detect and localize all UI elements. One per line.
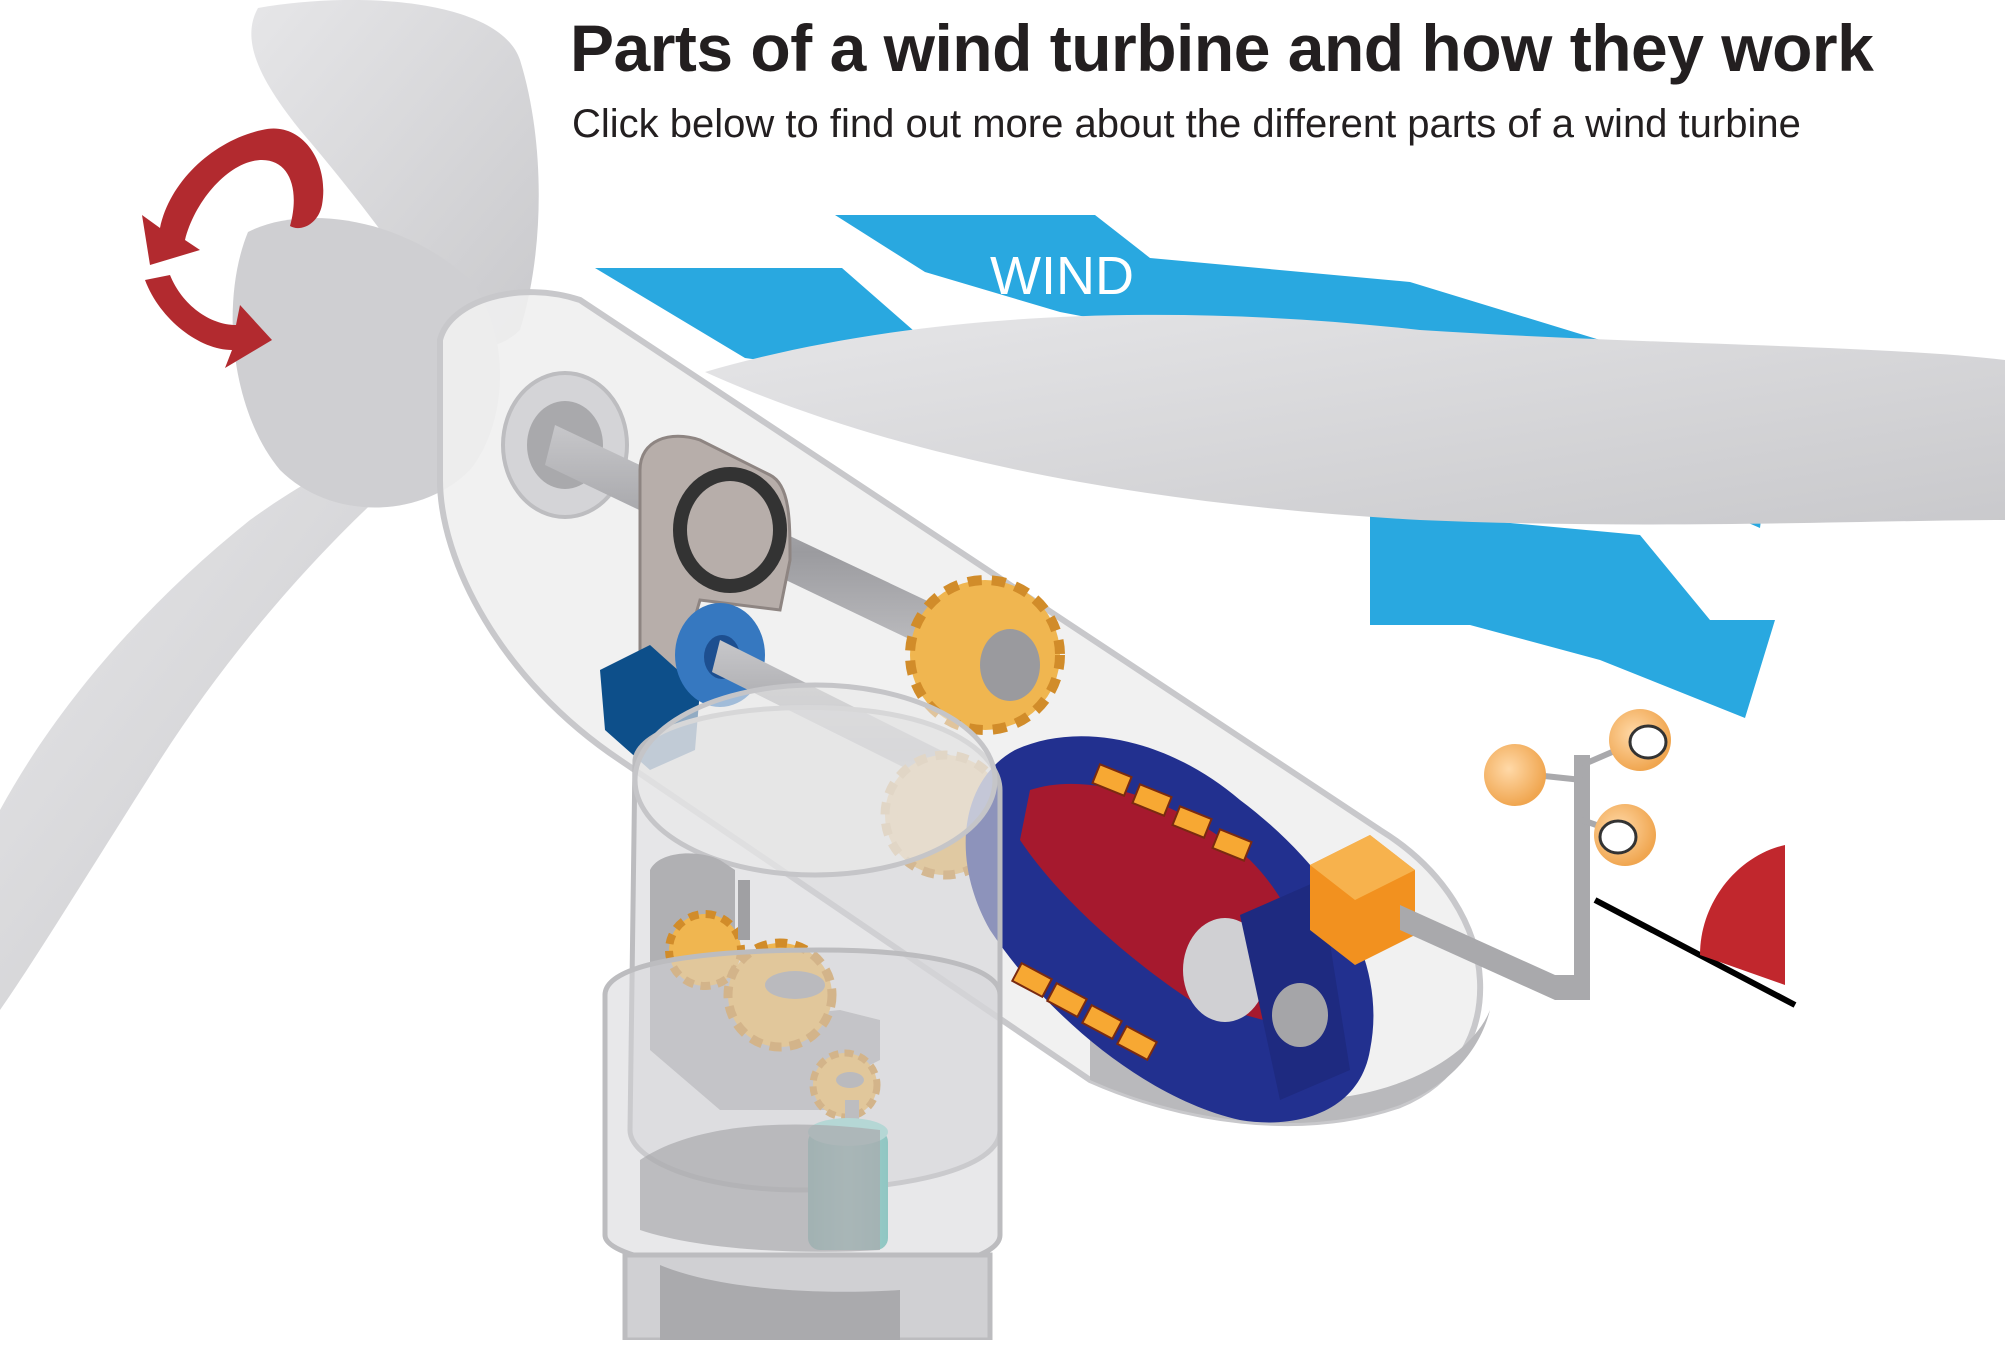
- wind-vane[interactable]: [1593, 845, 1797, 1008]
- yaw-housing-top: [632, 682, 998, 878]
- sensor-mast-joint: [1555, 975, 1590, 1000]
- blade-lower-left[interactable]: [0, 453, 420, 1011]
- anemometer[interactable]: [1484, 709, 1671, 866]
- sensor-mast: [1574, 755, 1590, 1000]
- page-subtitle: Click below to find out more about the d…: [572, 102, 1801, 146]
- generator-end-hub: [1272, 983, 1328, 1047]
- main-bearing[interactable]: [673, 467, 787, 593]
- wind-arrow-top: [835, 215, 1770, 528]
- tower-base-shadow: [660, 1265, 900, 1340]
- page-title: Parts of a wind turbine and how they wor…: [570, 11, 1874, 85]
- controller-top-face: [1310, 835, 1415, 900]
- sensor-mast-arm: [1400, 905, 1555, 1000]
- rotor-hub[interactable]: [232, 217, 500, 508]
- stator-magnets-top: [1091, 763, 1253, 862]
- gear-large-hub: [980, 629, 1040, 701]
- wind-arrow-lower: [1370, 510, 1775, 718]
- blade-right[interactable]: [705, 314, 2005, 525]
- generator[interactable]: [965, 736, 1374, 1123]
- tower-inner-shadow: [640, 1124, 880, 1252]
- rotation-arrow-icon: [142, 128, 324, 368]
- wind-label: WIND: [990, 246, 1134, 306]
- generator-shaft-end: [1183, 918, 1267, 1022]
- tower[interactable]: [602, 947, 1003, 1343]
- stator-magnets-bottom: [1010, 961, 1159, 1062]
- blade-top[interactable]: [251, 0, 539, 348]
